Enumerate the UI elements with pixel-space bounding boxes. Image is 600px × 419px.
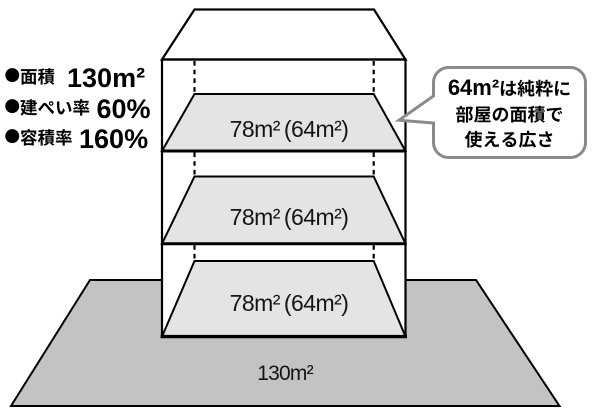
floor-area-label-2f: 78m² (64m²)	[229, 203, 349, 230]
spec-label: 建ぺい率	[20, 95, 91, 121]
building-outline	[160, 58, 407, 337]
callout-line: 64m²は純粋に	[448, 75, 571, 102]
callout-line-text: は純粋に	[499, 74, 572, 101]
spec-label: 容積率	[20, 124, 73, 150]
callout-note: 64m²は純粋に 部屋の面積で 使える広さ	[433, 68, 586, 160]
building-top-face	[159, 8, 408, 61]
slab-front-edges	[160, 149, 407, 246]
spec-item-lot-area: ●面積 130m²	[4, 61, 146, 92]
bullet-icon: ●	[4, 64, 21, 86]
spec-value: 130m²	[67, 63, 146, 93]
floor-slabs	[160, 93, 408, 338]
lot-area-label: 130m²	[257, 361, 313, 385]
floor-area-label-1f: 78m² (64m²)	[229, 290, 349, 316]
bullet-icon: ●	[4, 124, 21, 147]
spec-value: 160%	[79, 123, 149, 154]
spec-label: 面積	[20, 64, 56, 89]
callout-line: 使える広さ	[464, 126, 555, 153]
floor-area-label-3f: 78m² (64m²)	[229, 115, 349, 142]
spec-value: 60%	[96, 94, 151, 125]
callout-value: 64m²	[447, 74, 500, 100]
callout-line: 部屋の面積で	[455, 100, 564, 127]
hidden-back-edges	[193, 61, 375, 260]
callout-bubble	[394, 66, 587, 159]
bullet-icon: ●	[4, 95, 21, 118]
